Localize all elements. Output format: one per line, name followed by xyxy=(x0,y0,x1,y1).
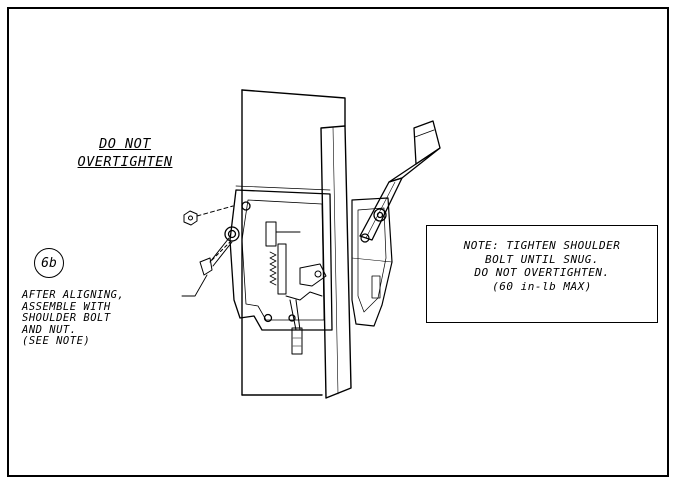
callout-bubble: 6b xyxy=(34,248,64,278)
drawing-border xyxy=(7,7,669,477)
mounting-panel xyxy=(241,89,352,399)
torque-note-text: NOTE: TIGHTEN SHOULDER BOLT UNTIL SNUG. … xyxy=(427,239,657,293)
note-line-2: BOLT UNTIL SNUG. xyxy=(485,252,599,266)
assembly-instruction: AFTER ALIGNING, ASSEMBLE WITH SHOULDER B… xyxy=(22,289,125,348)
note-line-4: (60 in-lb MAX) xyxy=(492,279,592,293)
assembly-line-2: ASSEMBLE WITH xyxy=(22,300,111,313)
hex-nut xyxy=(183,205,234,226)
assembly-line-4: AND NUT. xyxy=(22,323,77,336)
overtighten-warning: DO NOT OVERTIGHTEN xyxy=(60,135,190,171)
shift-lever xyxy=(359,120,441,241)
torque-note-box: NOTE: TIGHTEN SHOULDER BOLT UNTIL SNUG. … xyxy=(426,225,658,323)
warning-line-2: OVERTIGHTEN xyxy=(77,154,173,170)
assembly-line-3: SHOULDER BOLT xyxy=(22,312,111,324)
leader-line xyxy=(181,274,208,297)
shifter-plate xyxy=(224,185,333,331)
assembly-line-1: AFTER ALIGNING, xyxy=(22,289,125,301)
assembly-line-5: (SEE NOTE) xyxy=(22,335,91,347)
shift-linkage xyxy=(265,221,327,355)
note-line-1: NOTE: TIGHTEN SHOULDER xyxy=(463,239,621,252)
note-line-3: DO NOT OVERTIGHTEN. xyxy=(474,266,610,279)
callout-id: 6b xyxy=(41,255,57,271)
lever-bracket xyxy=(351,197,393,327)
shoulder-bolt xyxy=(199,237,233,276)
warning-line-1: DO NOT xyxy=(99,136,151,152)
